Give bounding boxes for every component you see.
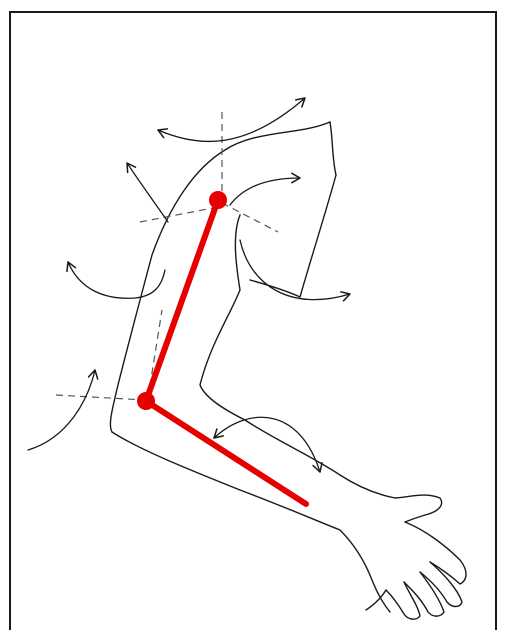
arrow-curved-icon [28, 370, 95, 450]
arm-outline [110, 122, 466, 619]
figure-frame [10, 12, 496, 630]
upper-arm-segment [146, 200, 218, 401]
arrow-curved-icon [230, 178, 300, 205]
kinematic-chain [137, 191, 306, 504]
elbow-joint [137, 392, 155, 410]
shoulder-joint [209, 191, 227, 209]
arrow-curved-icon [214, 417, 320, 472]
arrow-curved-icon [240, 240, 350, 300]
arrow-curved-icon [127, 163, 168, 222]
arrow-curved-icon [158, 98, 305, 142]
arrow-curved-icon [68, 262, 165, 298]
forearm-segment [146, 401, 306, 504]
